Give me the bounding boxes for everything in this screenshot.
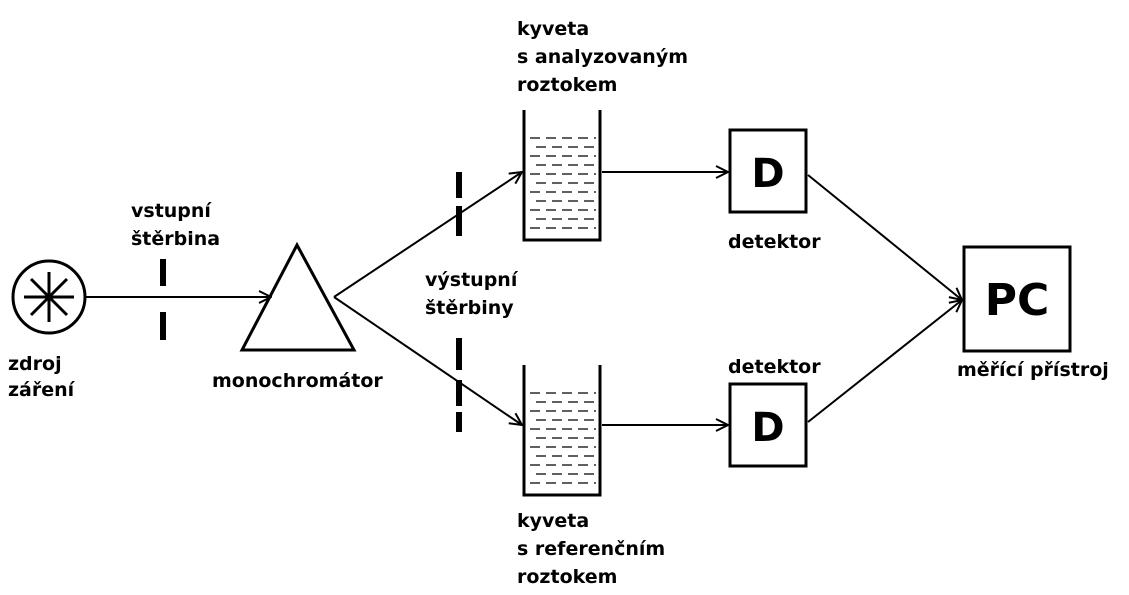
source-label-line2: záření — [8, 379, 76, 401]
reference-cuvette-label-line1: kyveta — [517, 510, 589, 532]
sample-cuvette-label-line2: s analyzovaným — [517, 46, 688, 68]
exit-slits: výstupní štěrbiny — [425, 172, 519, 432]
sample-cuvette-label-line3: roztokem — [517, 74, 617, 96]
pc-label: měřící přístroj — [957, 359, 1109, 381]
measuring-instrument: PC měřící přístroj — [957, 245, 1109, 381]
sample-cuvette-label-line1: kyveta — [517, 18, 589, 40]
reference-cuvette: kyveta s referenčním roztokem — [517, 365, 665, 588]
detector-top-box — [728, 128, 808, 214]
sample-liquid-hatching — [530, 137, 596, 229]
beam-to-reference-cuvette — [333, 296, 522, 425]
reference-cuvette-label-line3: roztokem — [517, 566, 617, 588]
detector-top-symbol: D — [751, 151, 784, 197]
exit-slits-label-line1: výstupní — [425, 269, 519, 291]
signal-top-detector-to-pc — [807, 174, 962, 300]
sample-cuvette: kyveta s analyzovaným roztokem — [517, 18, 688, 242]
pc-box — [962, 245, 1072, 353]
monochromator-label: monochromátor — [212, 370, 383, 392]
detector-top-label: detektor — [728, 231, 821, 253]
pc-symbol: PC — [985, 275, 1050, 326]
asterisk-rays — [24, 272, 74, 322]
reference-liquid-hatching — [530, 392, 596, 484]
prism-triangle-icon — [239, 241, 357, 352]
detector-bottom-box — [728, 382, 808, 468]
radiation-source: zdroj záření — [8, 259, 87, 401]
beam-to-sample-cuvette — [333, 172, 522, 298]
entrance-slit-label-line1: vstupní — [131, 200, 212, 222]
reference-cuvette-label-line2: s referenčním — [517, 538, 665, 560]
signal-bottom-detector-to-pc — [807, 300, 962, 423]
detector-top: D detektor — [728, 128, 821, 253]
entrance-slit: vstupní štěrbina — [131, 200, 220, 340]
detector-bottom: D detektor — [728, 356, 821, 468]
detector-bottom-symbol: D — [751, 405, 784, 451]
exit-slits-label-line2: štěrbiny — [425, 297, 514, 319]
detector-bottom-label: detektor — [728, 356, 821, 378]
reference-cuvette-walls — [522, 365, 602, 497]
source-label-line1: zdroj — [8, 353, 62, 375]
sample-cuvette-walls — [522, 110, 602, 242]
entrance-slit-label-line2: štěrbina — [131, 228, 220, 250]
monochromator: monochromátor — [212, 241, 383, 392]
